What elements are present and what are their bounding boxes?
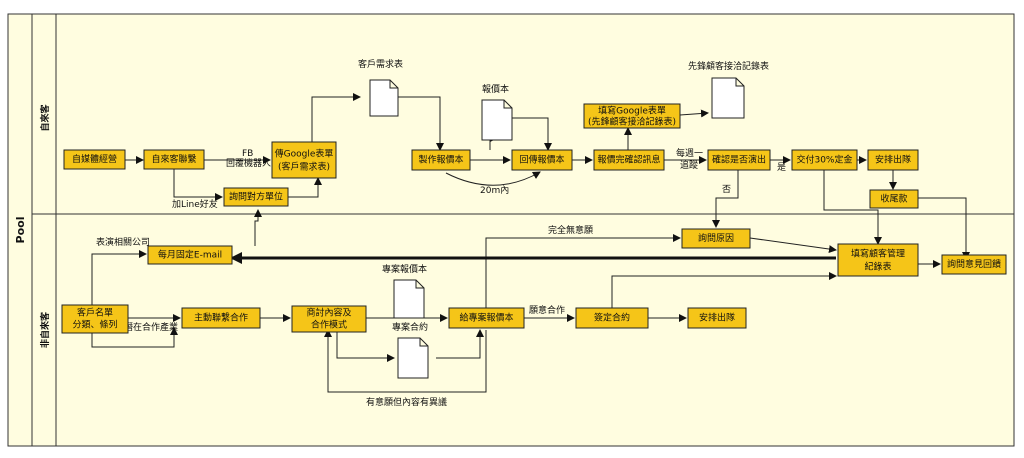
label-bot: 回覆機器人	[226, 157, 271, 169]
connectors	[91, 93, 970, 393]
doc-project-contract-label: 專案合約	[392, 321, 428, 333]
label-line: 加Line好友	[172, 198, 218, 210]
task-final-pay-label: 收尾款	[880, 193, 907, 205]
task-active-contact-label: 主動聯繫合作	[194, 312, 248, 324]
connector-labels: FB 回覆機器人 加Line好友 20m內 每週一 追蹤 是 否 完全無意願 表…	[96, 147, 786, 408]
task-arrange-2[interactable]: 安排出隊	[687, 307, 747, 329]
doc-quote-book-label: 報價本	[482, 83, 509, 95]
doc-quote-book: 報價本	[481, 83, 513, 141]
task-ask-feedback-label: 詢問意見回饋	[947, 258, 1001, 270]
tasks-non-self-lane: 詢問原因 填寫顧客管理 紀錄表 詢問意見回饋 每月固定E-mail 客戶名單 分…	[61, 228, 1007, 334]
task-self-contact-label: 自來客聯繫	[151, 153, 196, 165]
label-yes: 是	[777, 162, 786, 173]
task-fill-form[interactable]: 填寫Google表單 (先鋒顧客接洽記錄表)	[583, 103, 681, 129]
doc-project-quote: 專案報價本	[382, 263, 427, 319]
task-sign-label: 簽定合約	[594, 312, 630, 324]
task-discuss[interactable]: 商討內容及 合作模式	[291, 305, 367, 333]
task-ask-reason-label: 詢問原因	[698, 232, 734, 244]
task-ask-feedback[interactable]: 詢問意見回饋	[941, 254, 1007, 275]
task-ask-unit-label: 詢問對方單位	[229, 191, 283, 203]
task-ask-reason[interactable]: 詢問原因	[681, 228, 751, 249]
doc-pioneer-record: 先鋒顧客接洽記錄表	[688, 60, 769, 119]
lane-title-non-self: 非自來客	[39, 311, 51, 348]
task-discuss-label-2: 合作模式	[311, 319, 347, 331]
task-fill-record-label-1: 填寫顧客管理	[851, 248, 905, 260]
label-willing: 願意合作	[529, 304, 565, 316]
task-deposit[interactable]: 交付30%定金	[791, 149, 858, 171]
label-perf-company: 表演相關公司	[96, 236, 150, 248]
task-send-form[interactable]: 傳Google表單 (客戶需求表)	[271, 141, 337, 179]
pool-header	[7, 13, 33, 447]
label-no: 否	[722, 184, 731, 195]
documents: 客戶需求表 報價本 先鋒顧客接洽記錄表 專案報價本 專案合約	[358, 58, 769, 379]
task-deposit-label: 交付30%定金	[796, 154, 852, 166]
task-monthly-email-label: 每月固定E-mail	[158, 249, 222, 261]
task-self-media-label: 自媒體經營	[72, 153, 117, 165]
task-give-quote[interactable]: 給專案報價本	[448, 307, 525, 329]
doc-client-needs: 客戶需求表	[358, 58, 403, 117]
label-fb: FB	[242, 149, 253, 159]
task-make-quote[interactable]: 製作報價本	[411, 149, 471, 171]
lane-title-self: 自來客	[39, 104, 51, 132]
task-ask-unit[interactable]: 詢問對方單位	[223, 187, 289, 207]
task-active-contact[interactable]: 主動聯繫合作	[181, 307, 261, 329]
task-final-pay[interactable]: 收尾款	[869, 189, 919, 209]
task-arrange-1-label: 安排出隊	[875, 154, 911, 166]
task-quote-confirm-label: 報價完確認訊息	[597, 154, 660, 166]
task-fill-record[interactable]: 填寫顧客管理 紀錄表	[837, 243, 919, 277]
task-return-quote[interactable]: 回傳報價本	[511, 149, 573, 171]
task-fill-form-label-2: (先鋒顧客接洽記錄表)	[588, 116, 676, 128]
task-send-form-label-1: 傳Google表單	[275, 148, 334, 160]
task-give-quote-label: 給專案報價本	[459, 312, 513, 324]
label-twenty-min: 20m內	[480, 185, 509, 196]
task-client-list-label-2: 分類、條列	[72, 319, 117, 331]
tasks-self-lane: 自媒體經營 自來客聯繫 傳Google表單 (客戶需求表) 詢問對方單位 製作報…	[63, 103, 919, 209]
task-monthly-email[interactable]: 每月固定E-mail	[147, 245, 233, 265]
task-quote-confirm[interactable]: 報價完確認訊息	[593, 149, 665, 171]
task-make-quote-label: 製作報價本	[418, 154, 463, 166]
task-self-contact[interactable]: 自來客聯繫	[143, 149, 205, 170]
task-confirm-show[interactable]: 確認是否演出	[707, 149, 771, 171]
doc-pioneer-record-label: 先鋒顧客接洽記錄表	[688, 60, 769, 72]
label-potential: 潛在合作產業	[124, 321, 178, 333]
doc-project-quote-label: 專案報價本	[382, 263, 427, 275]
doc-project-contract: 專案合約	[392, 321, 429, 379]
task-arrange-1[interactable]: 安排出隊	[867, 149, 919, 171]
task-sign[interactable]: 簽定合約	[575, 307, 649, 329]
task-confirm-show-label: 確認是否演出	[712, 154, 766, 166]
label-week-1: 每週一	[676, 147, 703, 159]
pool-title: Pool	[14, 217, 27, 244]
task-client-list[interactable]: 客戶名單 分類、條列	[61, 304, 129, 334]
label-no-intent: 完全無意願	[548, 224, 593, 236]
task-discuss-label-1: 商討內容及	[306, 307, 351, 319]
task-client-list-label-1: 客戶名單	[77, 307, 113, 319]
task-arrange-2-label: 安排出隊	[699, 312, 735, 324]
task-fill-form-label-1: 填寫Google表單	[598, 105, 666, 117]
task-return-quote-label: 回傳報價本	[519, 154, 564, 166]
task-fill-record-label-2: 紀錄表	[864, 261, 891, 273]
lane-self	[31, 13, 1015, 215]
label-intent-issue: 有意願但內容有異議	[366, 396, 447, 408]
label-week-2: 追蹤	[680, 159, 698, 171]
task-send-form-label-2: (客戶需求表)	[278, 161, 330, 173]
task-self-media[interactable]: 自媒體經營	[63, 149, 126, 170]
doc-client-needs-label: 客戶需求表	[358, 58, 403, 70]
